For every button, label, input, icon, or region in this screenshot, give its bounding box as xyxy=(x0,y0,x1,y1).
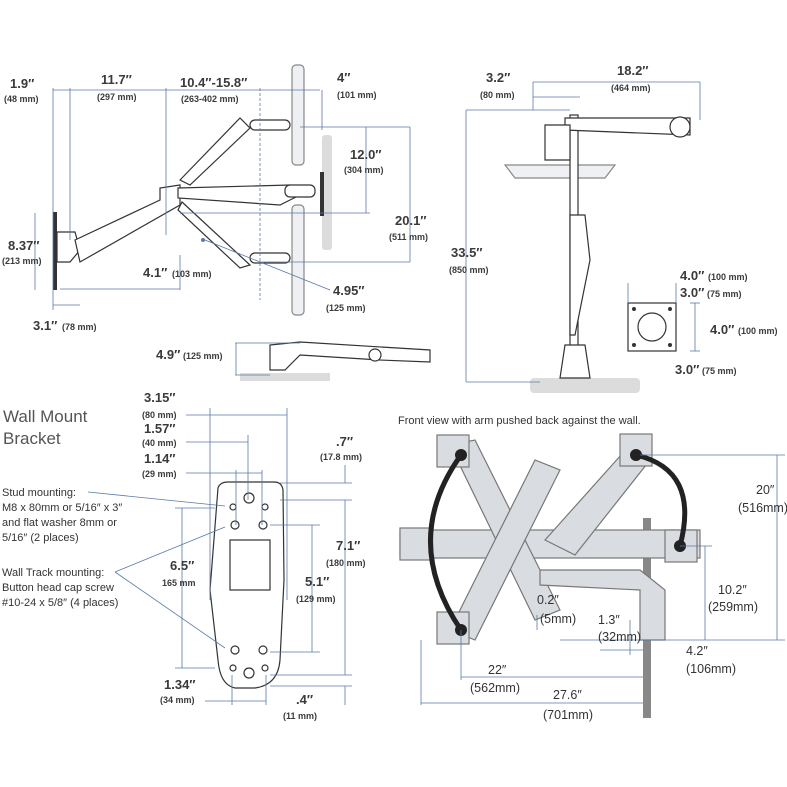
dim-label: 18.2″ xyxy=(617,63,649,78)
dim-label: 4″ xyxy=(337,70,350,85)
dim-label: (259mm) xyxy=(708,600,758,614)
dim-label: 4.0″ xyxy=(680,268,704,283)
dim-label: 10.4″-15.8″ xyxy=(180,75,247,90)
svg-text:Stud mounting:: Stud mounting: xyxy=(2,487,76,499)
dim-label: (562mm) xyxy=(470,681,520,695)
dim-label: (100 mm) xyxy=(708,272,748,282)
dim-label: (100 mm) xyxy=(738,326,778,336)
dim-label: (75 mm) xyxy=(707,289,742,299)
dim-label: 3.0″ xyxy=(680,285,704,300)
monitor-lower-position xyxy=(291,204,305,316)
dim-label: (263-402 mm) xyxy=(181,94,239,104)
dim-label: 4.0″ xyxy=(710,322,734,337)
monitor-upper-position xyxy=(291,64,305,166)
svg-text:#10-24 x 5/8″ (4 places): #10-24 x 5/8″ (4 places) xyxy=(2,597,118,609)
dim-label: (701mm) xyxy=(543,708,593,722)
dim-label: (5mm) xyxy=(540,612,576,626)
lower-arm xyxy=(74,184,181,263)
dim-label: 20.1″ xyxy=(395,213,427,228)
front-view-caption: Front view with arm pushed back against … xyxy=(398,415,641,427)
dim-label: 6.5″ xyxy=(170,558,194,573)
side-view-labels: 1.9″ (48 mm) 11.7″ (297 mm) 10.4″-15.8″ … xyxy=(2,70,428,362)
dim-label: (516mm) xyxy=(738,501,787,515)
dim-label: 7.1″ xyxy=(336,538,360,553)
dim-label: 20″ xyxy=(756,483,775,497)
dim-label: 27.6″ xyxy=(553,688,582,702)
dim-label: (32mm) xyxy=(598,630,641,644)
dim-label: 11.7″ xyxy=(101,72,132,87)
dim-label: (34 mm) xyxy=(160,695,195,705)
dim-label: 3.2″ xyxy=(486,70,510,85)
dim-label: 4.95″ xyxy=(333,283,365,298)
bracket-drawing xyxy=(87,408,352,705)
dim-label: (75 mm) xyxy=(702,366,737,376)
dim-label: (129 mm) xyxy=(296,594,336,604)
svg-text:Button head cap screw: Button head cap screw xyxy=(2,582,114,594)
upper-arm xyxy=(177,184,302,206)
dim-label: (180 mm) xyxy=(326,558,366,568)
dim-label: (125 mm) xyxy=(326,303,366,313)
dim-label: (48 mm) xyxy=(4,94,39,104)
dim-label: (304 mm) xyxy=(344,165,384,175)
section-title: Wall Mount xyxy=(3,407,88,426)
dim-label: 1.3″ xyxy=(598,613,620,627)
dim-label: 22″ xyxy=(488,663,507,677)
dim-label: (850 mm) xyxy=(449,265,489,275)
dim-label: 1.9″ xyxy=(10,76,34,91)
dim-label: (40 mm) xyxy=(142,438,177,448)
dim-label: 1.57″ xyxy=(144,421,176,436)
dim-label: 12.0″ xyxy=(350,147,382,162)
dim-label: 8.37″ xyxy=(8,238,40,253)
dim-label: 10.2″ xyxy=(718,583,747,597)
dim-label: (297 mm) xyxy=(97,92,137,102)
dim-label: 4.9″ xyxy=(156,347,180,362)
stud-mounting-note: Stud mounting: M8 x 80mm or 5/16″ x 3″ a… xyxy=(2,487,122,544)
dim-label: 4.1″ xyxy=(143,265,167,280)
dim-label: 165 mm xyxy=(162,578,196,588)
dim-label: .4″ xyxy=(296,692,313,707)
section-title: Bracket xyxy=(3,429,61,448)
dim-label: (11 mm) xyxy=(283,711,317,721)
dim-label: (464 mm) xyxy=(611,83,651,93)
bracket-labels: Wall Mount Bracket 3.15″ (80 mm) 1.57″ (… xyxy=(2,390,366,721)
wall-track-mounting-note: Wall Track mounting: Button head cap scr… xyxy=(2,567,118,609)
front-view-labels: Front view with arm pushed back against … xyxy=(398,415,787,722)
dim-label: (101 mm) xyxy=(337,90,377,100)
dim-label: 3.1″ xyxy=(33,318,57,333)
dim-label: 3.15″ xyxy=(144,390,176,405)
dim-label: 1.14″ xyxy=(144,451,176,466)
svg-text:5/16″ (2 places): 5/16″ (2 places) xyxy=(2,532,79,544)
dim-label: (106mm) xyxy=(686,662,736,676)
dim-label: 4.2″ xyxy=(686,644,708,658)
dim-label: (511 mm) xyxy=(389,232,428,242)
pole-view-drawing xyxy=(465,81,701,393)
side-view-drawing xyxy=(34,64,431,381)
dim-label: 1.34″ xyxy=(164,677,196,692)
dim-label: 5.1″ xyxy=(305,574,329,589)
dim-label: (78 mm) xyxy=(62,322,97,332)
dim-label: (103 mm) xyxy=(172,269,212,279)
svg-text:and flat washer 8mm or: and flat washer 8mm or xyxy=(2,517,117,529)
dim-label: 33.5″ xyxy=(451,245,483,260)
dim-label: (80 mm) xyxy=(480,90,515,100)
dim-label: 0.2″ xyxy=(537,593,559,607)
pole-view-labels: 3.2″ (80 mm) 18.2″ (464 mm) 33.5″ (850 m… xyxy=(449,63,778,377)
front-view-drawing xyxy=(399,433,785,718)
dim-label: (17.8 mm) xyxy=(320,452,362,462)
dim-label: (125 mm) xyxy=(183,351,223,361)
dim-label: (80 mm) xyxy=(142,410,177,420)
dim-label: 3.0″ xyxy=(675,362,699,377)
dim-label: (213 mm) xyxy=(2,256,42,266)
dim-label: .7″ xyxy=(336,434,353,449)
cable xyxy=(428,453,464,632)
svg-text:M8 x 80mm or 5/16″ x 3″: M8 x 80mm or 5/16″ x 3″ xyxy=(2,502,122,514)
dim-label: (29 mm) xyxy=(142,469,177,479)
svg-text:Wall Track mounting:: Wall Track mounting: xyxy=(2,567,104,579)
